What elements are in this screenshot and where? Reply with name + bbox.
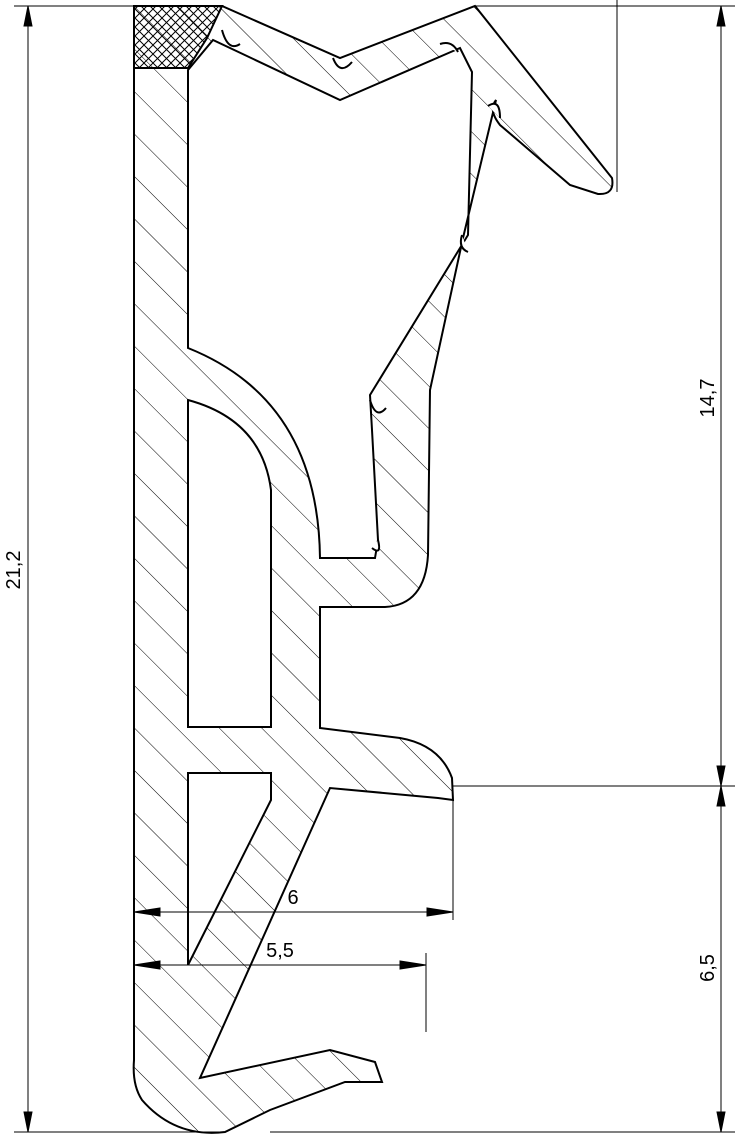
profile-body: [132, 4, 614, 1134]
dimension-upper-height: 14,7: [697, 379, 719, 418]
dimension-width-outer: 6: [287, 887, 298, 909]
dimension-lower-height: 6,5: [697, 954, 719, 982]
groove-lip: [487, 102, 501, 119]
groove-middle: [459, 234, 469, 253]
dimension-overall-height: 21,2: [3, 551, 25, 590]
dimension-lines: [23, 5, 726, 1133]
groove-top-right: [439, 42, 459, 53]
groove-top-left: [221, 29, 241, 48]
extension-lines: [14, 0, 735, 1133]
dimension-width-inner: 5,5: [266, 940, 294, 962]
groove-low: [369, 399, 387, 414]
groove-top-middle: [332, 57, 353, 69]
groove-bottom: [371, 539, 381, 552]
